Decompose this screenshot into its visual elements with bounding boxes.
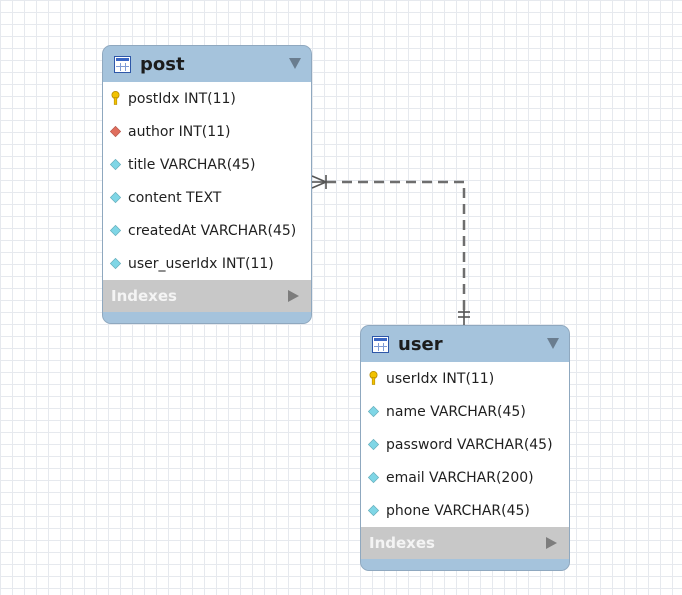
column-label: phone VARCHAR(45) <box>386 502 530 519</box>
column-row[interactable]: title VARCHAR(45) <box>103 148 311 181</box>
user-indexes-section[interactable]: Indexes <box>361 527 569 559</box>
column-diamond-icon <box>109 191 122 204</box>
column-diamond-icon <box>367 438 380 451</box>
column-label: user_userIdx INT(11) <box>128 255 274 272</box>
column-label: createdAt VARCHAR(45) <box>128 222 297 239</box>
column-diamond-icon <box>367 471 380 484</box>
chevron-down-icon[interactable] <box>289 58 301 69</box>
column-row[interactable]: user_userIdx INT(11) <box>103 247 311 280</box>
column-label: title VARCHAR(45) <box>128 156 256 173</box>
column-diamond-icon <box>109 158 122 171</box>
column-diamond-icon <box>109 257 122 270</box>
column-label: postIdx INT(11) <box>128 90 236 107</box>
foreign-key-diamond-icon <box>109 125 122 138</box>
many-crowsfoot-marker <box>311 175 327 189</box>
user-table-header[interactable]: user <box>361 326 569 362</box>
table-footer <box>361 559 569 570</box>
column-row[interactable]: name VARCHAR(45) <box>361 395 569 428</box>
indexes-label: Indexes <box>111 287 177 305</box>
column-label: author INT(11) <box>128 123 231 140</box>
post-table[interactable]: post postIdx INT(11) author INT(11) title … <box>102 45 312 324</box>
post-table-header[interactable]: post <box>103 46 311 82</box>
column-row[interactable]: postIdx INT(11) <box>103 82 311 115</box>
column-row[interactable]: createdAt VARCHAR(45) <box>103 214 311 247</box>
column-label: content TEXT <box>128 189 222 206</box>
post-columns: postIdx INT(11) author INT(11) title VARCH… <box>103 82 311 280</box>
table-icon <box>114 55 131 73</box>
table-footer <box>103 312 311 323</box>
column-label: email VARCHAR(200) <box>386 469 534 486</box>
column-label: name VARCHAR(45) <box>386 403 526 420</box>
primary-key-icon <box>368 371 379 385</box>
user-table[interactable]: user userIdx INT(11) name VARCHAR(45) pass… <box>360 325 570 571</box>
chevron-down-icon[interactable] <box>547 338 559 349</box>
expand-arrow-icon[interactable] <box>546 537 557 549</box>
table-icon <box>372 335 389 353</box>
column-diamond-icon <box>109 224 122 237</box>
column-row[interactable]: author INT(11) <box>103 115 311 148</box>
column-row[interactable]: content TEXT <box>103 181 311 214</box>
expand-arrow-icon[interactable] <box>288 290 299 302</box>
indexes-label: Indexes <box>369 534 435 552</box>
column-row[interactable]: password VARCHAR(45) <box>361 428 569 461</box>
relationship-line[interactable] <box>326 180 466 310</box>
column-label: password VARCHAR(45) <box>386 436 553 453</box>
post-indexes-section[interactable]: Indexes <box>103 280 311 312</box>
post-table-title: post <box>140 53 185 75</box>
one-mandatory-marker <box>458 310 470 325</box>
user-columns: userIdx INT(11) name VARCHAR(45) password … <box>361 362 569 527</box>
column-row[interactable]: userIdx INT(11) <box>361 362 569 395</box>
column-row[interactable]: phone VARCHAR(45) <box>361 494 569 527</box>
column-diamond-icon <box>367 405 380 418</box>
primary-key-icon <box>110 91 121 105</box>
user-table-title: user <box>398 333 443 355</box>
column-diamond-icon <box>367 504 380 517</box>
column-row[interactable]: email VARCHAR(200) <box>361 461 569 494</box>
column-label: userIdx INT(11) <box>386 370 495 387</box>
